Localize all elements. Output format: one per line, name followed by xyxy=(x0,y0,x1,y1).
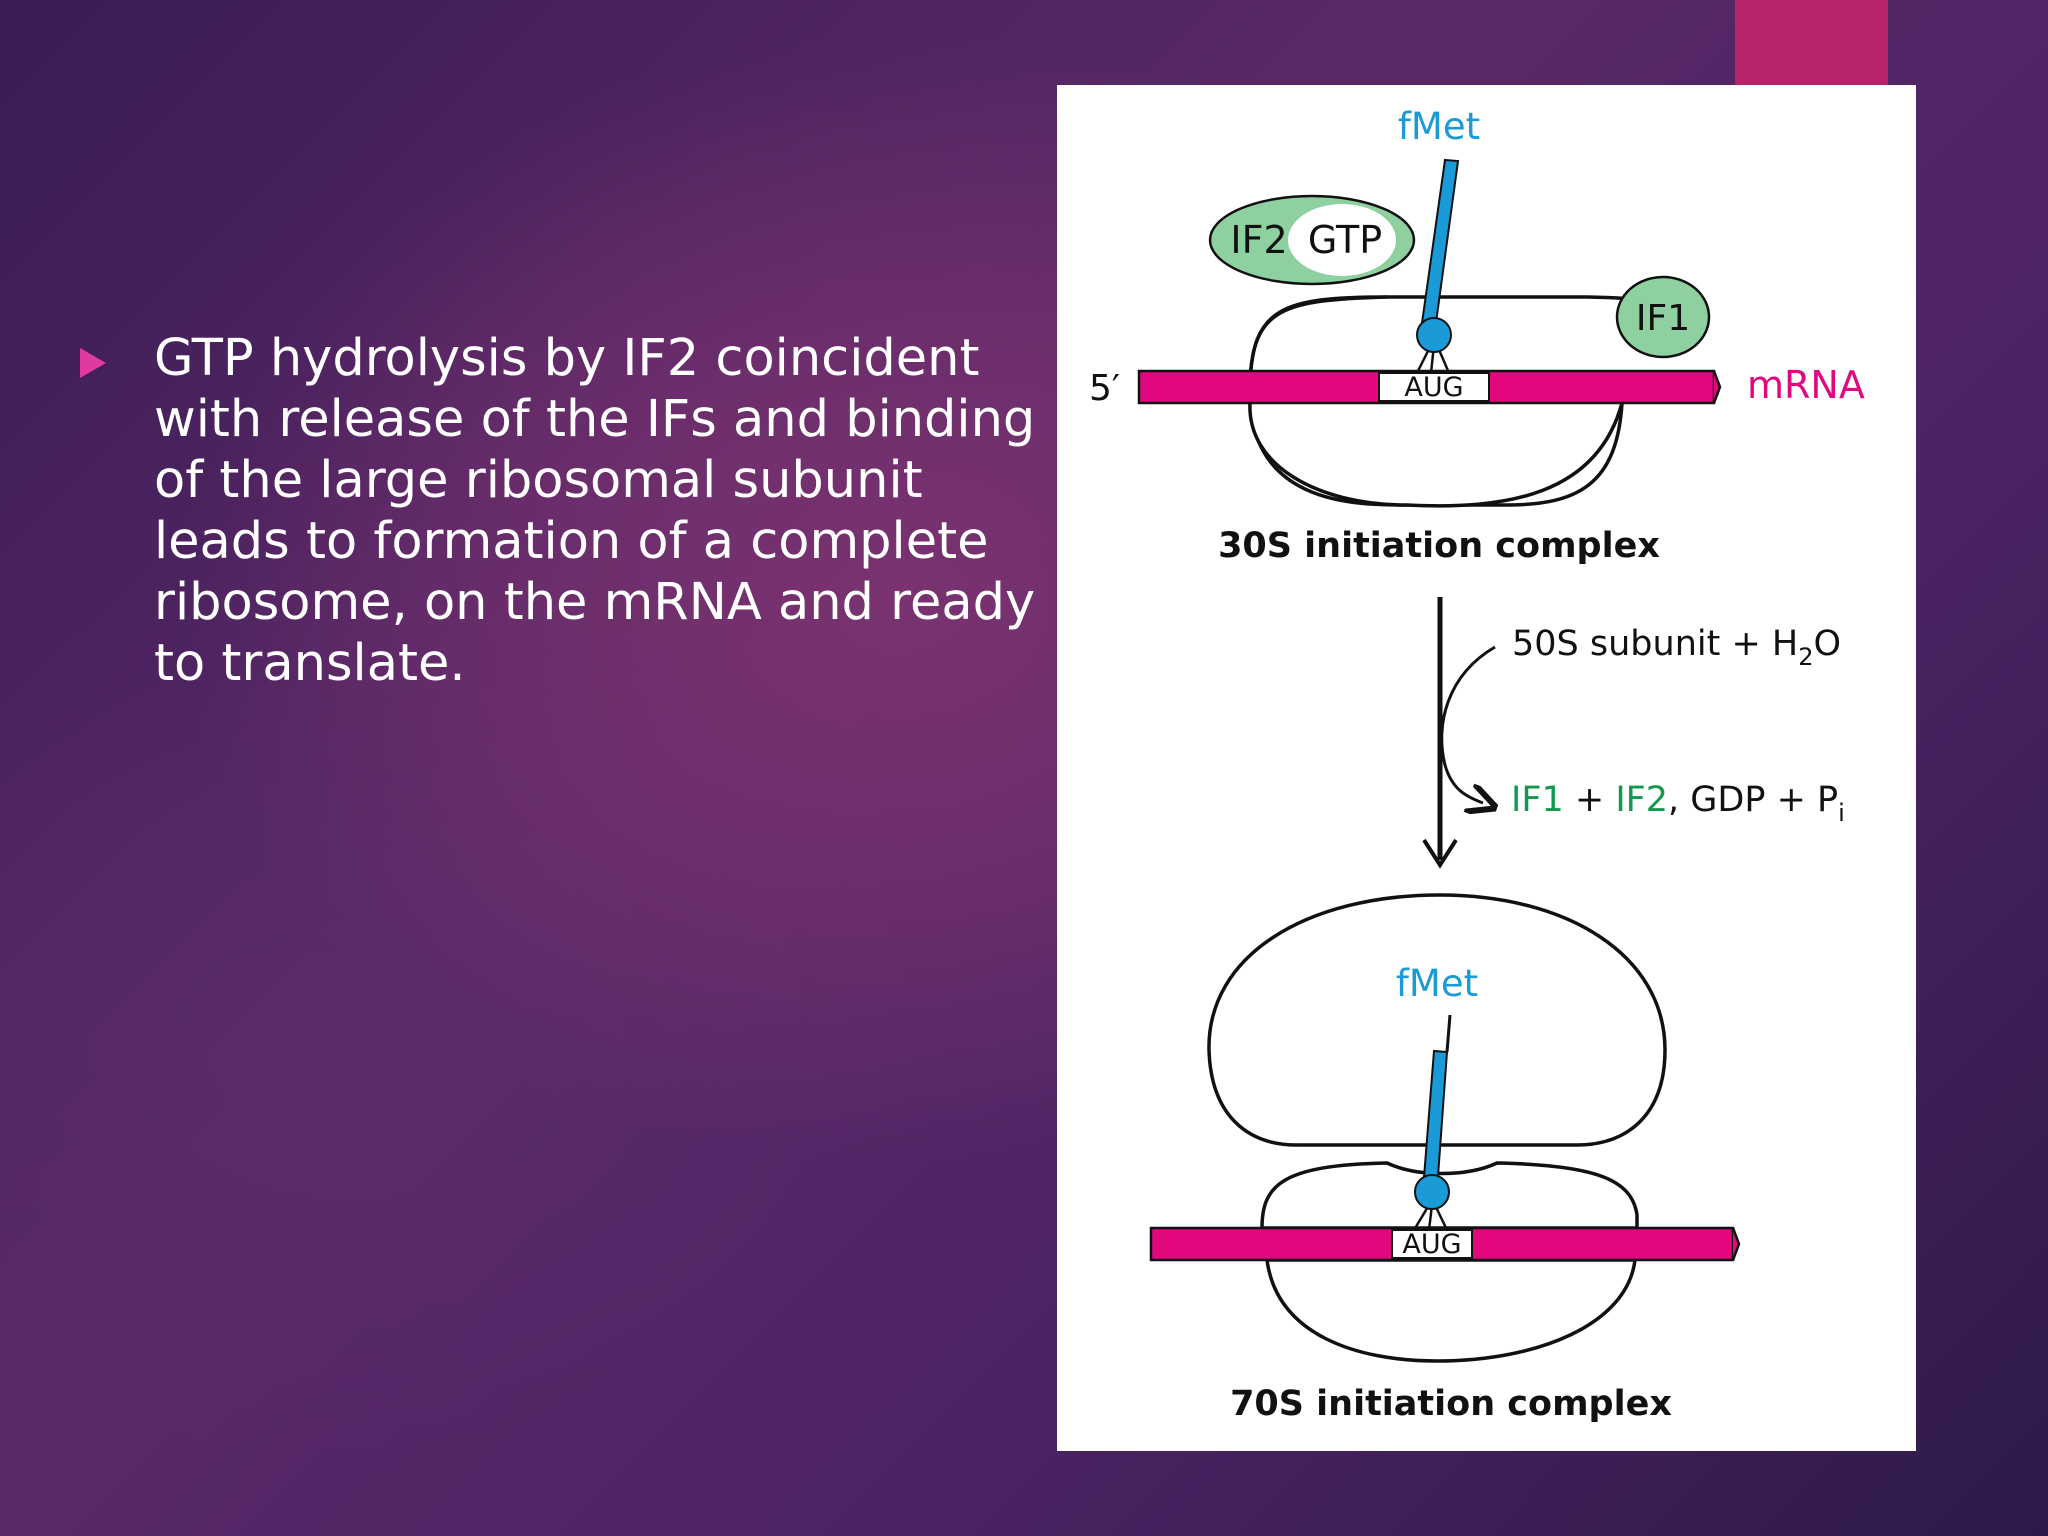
translation-initiation-diagram: AUG 5′ mRNA fMet IF2 GTP IF1 30S initiat… xyxy=(1089,105,1865,1424)
figure-panel: AUG 5′ mRNA fMet IF2 GTP IF1 30S initiat… xyxy=(1057,85,1916,1451)
if1-factor xyxy=(1615,275,1711,359)
bullet-text: GTP hydrolysis by IF2 coincident with re… xyxy=(154,329,1036,693)
reaction-input: 50S subunit + H2O xyxy=(1512,624,1841,671)
codon-box-top xyxy=(1378,372,1490,402)
small-subunit-30s xyxy=(1248,295,1699,508)
side-arrow xyxy=(1440,645,1495,803)
mrna-label: mRNA xyxy=(1747,363,1865,407)
if2-label: IF2 xyxy=(1230,218,1287,262)
codon-label-top: AUG xyxy=(1404,372,1463,403)
fmet-trna-bottom xyxy=(1412,1014,1452,1231)
fmet-trna-top xyxy=(1415,158,1460,374)
if1-label: IF1 xyxy=(1636,298,1690,339)
fmet-label-top: fMet xyxy=(1398,105,1480,148)
accent-tab xyxy=(1735,0,1888,85)
five-prime-label: 5′ xyxy=(1089,368,1120,409)
codon-label-bottom: AUG xyxy=(1402,1229,1461,1260)
bullet-arrow-icon xyxy=(80,348,106,378)
bullet-list: GTP hydrolysis by IF2 coincident with re… xyxy=(80,328,1060,694)
caption-70s: 70S initiation complex xyxy=(1230,1384,1672,1424)
gtp-label: GTP xyxy=(1308,218,1382,262)
caption-30s: 30S initiation complex xyxy=(1218,526,1660,566)
codon-box-bottom xyxy=(1391,1229,1473,1259)
fmet-label-bottom: fMet xyxy=(1396,962,1478,1005)
reaction-output: IF1 + IF2, GDP + Pi xyxy=(1511,780,1845,827)
if2-gtp-factor xyxy=(1208,194,1416,286)
